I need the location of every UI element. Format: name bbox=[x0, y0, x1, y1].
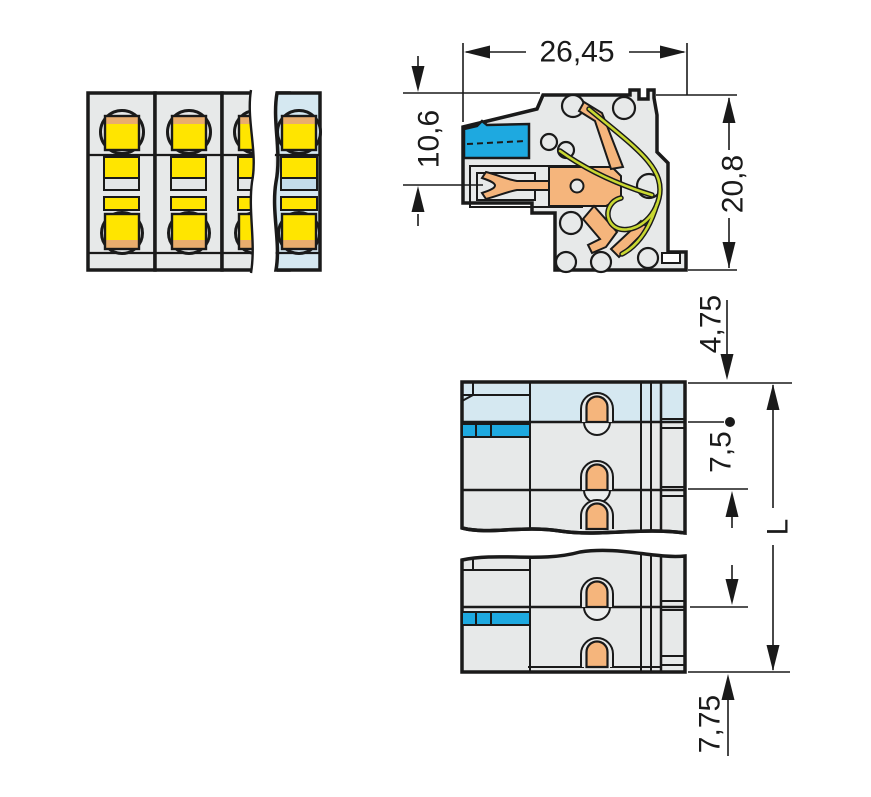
dim-overall-height: 20,8 bbox=[656, 94, 750, 271]
marking-strip-cyan bbox=[461, 611, 531, 626]
arrowhead bbox=[720, 354, 734, 380]
dim-overall-width: 26,45 bbox=[462, 36, 688, 122]
dim-first-pole-offset: 4,75 bbox=[695, 295, 734, 380]
side-view-upper-part bbox=[460, 380, 687, 535]
housing-pins bbox=[539, 93, 663, 274]
pole-contact bbox=[579, 459, 615, 505]
end-module bbox=[272, 91, 322, 272]
pole-contact bbox=[579, 636, 615, 669]
dim-label-entry-height: 10,6 bbox=[413, 110, 446, 168]
dim-label-overall-width: 26,45 bbox=[539, 36, 614, 69]
arrowhead bbox=[722, 242, 736, 268]
arrowhead bbox=[725, 579, 739, 605]
arrowhead bbox=[722, 97, 736, 123]
arrowhead bbox=[660, 45, 686, 59]
end-module-band bbox=[464, 384, 683, 422]
front-view bbox=[86, 89, 322, 274]
dim-label-first-pole-offset: 4,75 bbox=[695, 295, 728, 353]
terminal-module bbox=[153, 91, 224, 272]
rail-foot-slot bbox=[661, 252, 681, 264]
arrowhead bbox=[411, 186, 425, 212]
dim-overall-length: L bbox=[688, 382, 795, 673]
arrowhead bbox=[766, 384, 780, 410]
wire-entry-funnel bbox=[462, 119, 531, 160]
arrowhead bbox=[766, 645, 780, 671]
dim-pitch-continued bbox=[690, 565, 748, 608]
marking-strip-cyan bbox=[461, 423, 531, 438]
clamp-spring-wire bbox=[557, 106, 663, 257]
break-gap bbox=[249, 90, 278, 273]
dim-end-offset: 7,75 bbox=[694, 674, 735, 756]
arrowhead bbox=[464, 45, 490, 59]
section-view bbox=[461, 88, 688, 274]
break-line bbox=[248, 89, 255, 274]
busbar-hole bbox=[569, 178, 585, 194]
terminal-module bbox=[86, 91, 157, 272]
dimensions: 26,45 10,6 20,8 4,75 bbox=[403, 36, 795, 756]
side-view-lower-part bbox=[460, 548, 687, 674]
dim-entry-height: 10,6 bbox=[403, 56, 540, 226]
pole-contact bbox=[579, 498, 615, 531]
break-line bbox=[461, 526, 686, 535]
dim-label-end-offset: 7,75 bbox=[694, 695, 727, 753]
pole-contact bbox=[579, 391, 615, 437]
arrowhead bbox=[725, 491, 739, 517]
dim-label-overall-length: L bbox=[762, 519, 795, 536]
reference-dot bbox=[725, 417, 735, 427]
arrowhead bbox=[411, 66, 425, 92]
dim-pole-pitch: 7,5 bbox=[688, 417, 748, 528]
side-view bbox=[460, 380, 687, 674]
dim-label-overall-height: 20,8 bbox=[717, 155, 750, 213]
dim-label-pole-pitch: 7,5 bbox=[705, 431, 738, 473]
pole-contact bbox=[579, 576, 615, 622]
